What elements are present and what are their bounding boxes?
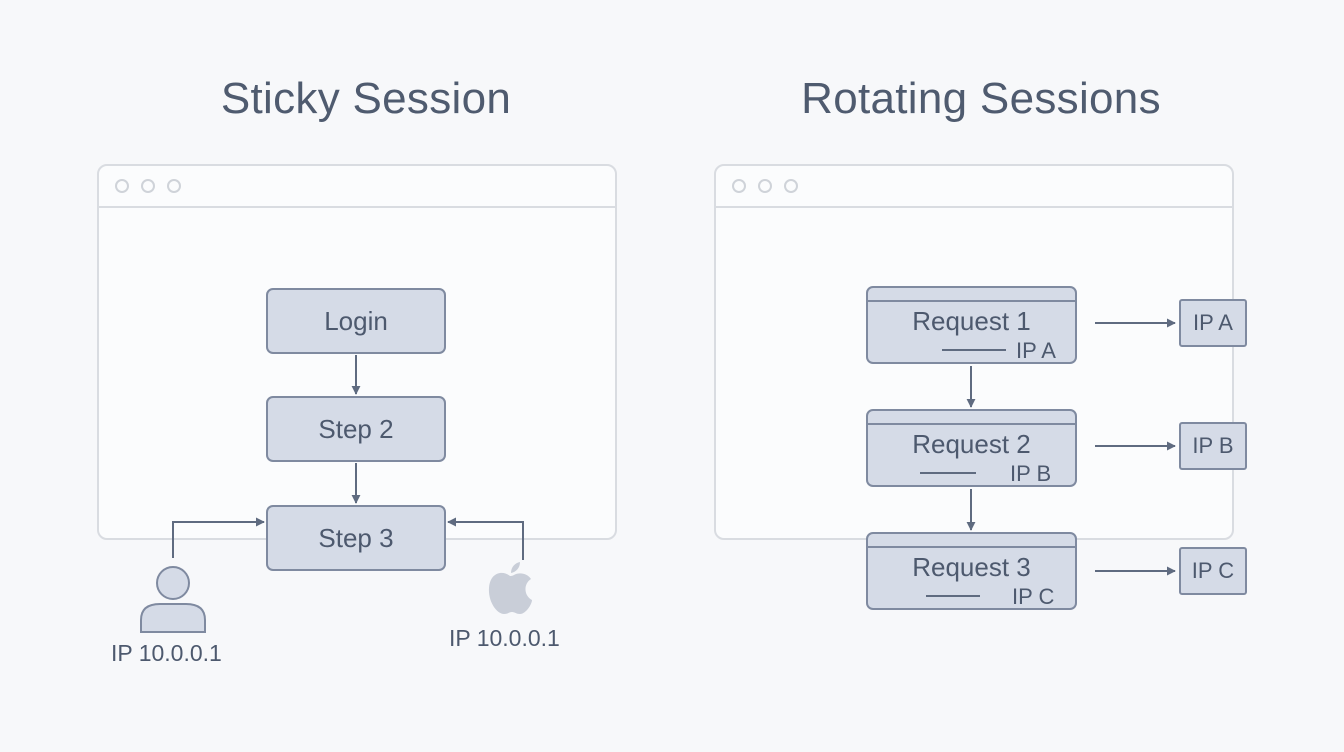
request-ip: IP A	[1016, 338, 1056, 363]
window-dot	[784, 179, 798, 193]
window-dot	[758, 179, 772, 193]
node-header-line	[868, 546, 1075, 548]
window-dot	[167, 179, 181, 193]
window-titlebar-divider	[99, 206, 615, 208]
ip-a-box: IP A	[1179, 299, 1247, 347]
node-header-line	[868, 300, 1075, 302]
request-label: Request 3	[912, 552, 1031, 582]
node-header-line	[868, 423, 1075, 425]
device-ip-label: IP 10.0.0.1	[449, 625, 560, 651]
step-2-node: Step 2	[266, 396, 446, 462]
ip-b-box: IP B	[1179, 422, 1247, 470]
request-3-node: Request 3 IP C	[866, 532, 1077, 610]
request-divider	[920, 472, 976, 474]
request-divider	[942, 349, 1006, 351]
apple-icon	[488, 562, 532, 614]
window-titlebar-divider	[716, 206, 1232, 208]
request-2-node: Request 2 IP B	[866, 409, 1077, 487]
window-dot	[115, 179, 129, 193]
request-ip: IP C	[1012, 584, 1055, 609]
step-3-node: Step 3	[266, 505, 446, 571]
request-ip: IP B	[1010, 461, 1052, 486]
window-dot	[141, 179, 155, 193]
sticky-session-title: Sticky Session	[220, 74, 512, 123]
request-label: Request 1	[912, 306, 1031, 336]
request-1-node: Request 1 IP A	[866, 286, 1077, 364]
login-node: Login	[266, 288, 446, 354]
arrow-device-to-step3	[447, 517, 524, 560]
rotating-sessions-title: Rotating Sessions	[801, 74, 1161, 123]
arrow-user-to-step3	[172, 517, 265, 558]
request-label: Request 2	[912, 429, 1031, 459]
request-divider	[926, 595, 980, 597]
window-dot	[732, 179, 746, 193]
user-icon	[140, 566, 206, 633]
ip-c-box: IP C	[1179, 547, 1247, 595]
user-ip-label: IP 10.0.0.1	[111, 640, 222, 666]
